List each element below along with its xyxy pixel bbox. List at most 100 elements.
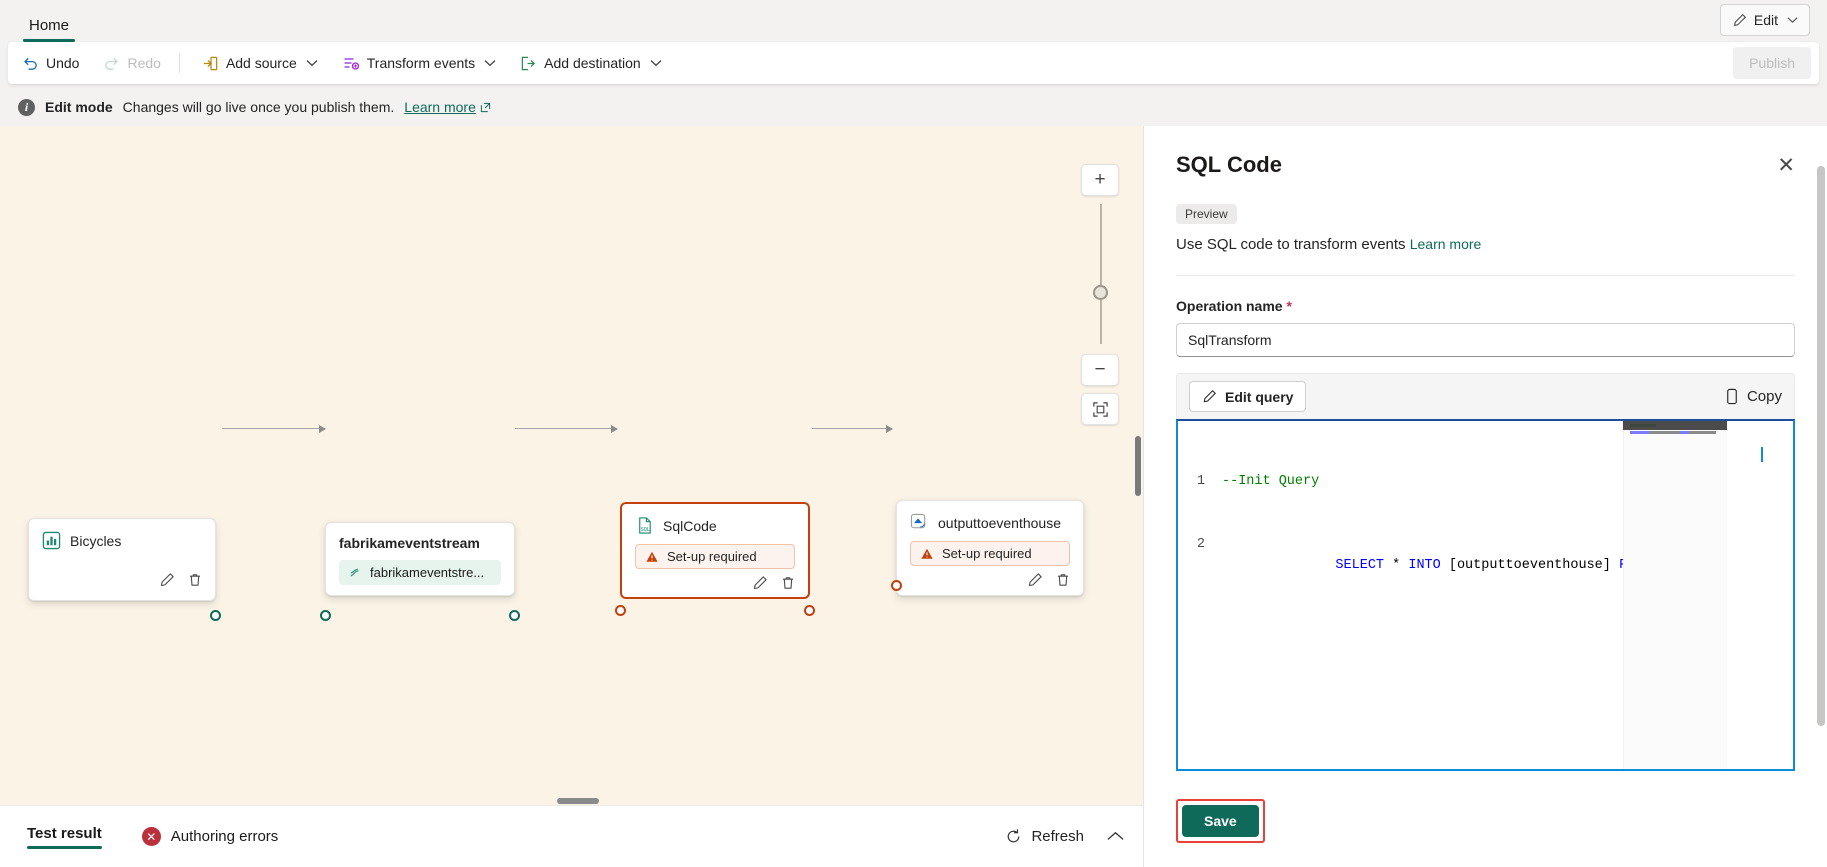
redo-icon [103, 55, 120, 72]
tab-home-label: Home [29, 17, 70, 34]
code-caret [1761, 447, 1763, 462]
preview-badge: Preview [1176, 204, 1237, 224]
zoom-out-button[interactable]: − [1081, 354, 1119, 386]
node-sqlcode-pill: Set-up required [635, 544, 795, 569]
node-bicycles-actions [29, 550, 215, 597]
sql-text: [outputtoeventhouse] [1440, 558, 1619, 573]
transform-events-button[interactable]: Transform events [332, 47, 506, 79]
delete-icon[interactable] [780, 575, 796, 591]
node-stream-input-port[interactable] [320, 610, 331, 621]
line-number: 2 [1196, 537, 1205, 552]
undo-label: Undo [46, 55, 80, 71]
panel-learn-more-link[interactable]: Learn more [1409, 236, 1482, 252]
node-fabrikameventstream[interactable]: fabrikameventstream fabrikameventstre... [320, 522, 520, 621]
node-sqlcode-actions [622, 569, 808, 600]
edge-bicycles-to-stream [222, 424, 326, 433]
sql-keyword: SELECT [1335, 558, 1385, 573]
learn-more-link[interactable]: Learn more [404, 99, 491, 115]
pencil-icon [1202, 389, 1217, 404]
edit-mode-message: Changes will go live once you publish th… [122, 99, 395, 115]
code-line: 1 --Init Query [1178, 471, 1793, 492]
authoring-errors-item[interactable]: ✕ Authoring errors [141, 827, 279, 846]
add-destination-icon [520, 55, 537, 72]
toolbar-divider [178, 53, 180, 73]
canvas-resize-handle[interactable] [557, 798, 599, 804]
node-stream-pill-label: fabrikameventstre... [370, 565, 485, 580]
fit-to-screen-button[interactable] [1081, 393, 1119, 425]
save-button[interactable]: Save [1182, 805, 1259, 837]
collapse-panel-icon[interactable] [1106, 830, 1125, 843]
operation-name-input[interactable] [1176, 323, 1795, 357]
edit-query-button[interactable]: Edit query [1189, 381, 1307, 412]
code-editor-gutter-right [1727, 421, 1793, 769]
minimap-slider[interactable] [1623, 421, 1727, 430]
chevron-down-icon [484, 59, 496, 67]
chevron-down-icon [650, 59, 662, 67]
info-icon: i [18, 98, 35, 116]
node-destination-actions [897, 566, 1083, 597]
node-sqlcode-header: SQL SqlCode [622, 504, 808, 535]
panel-title: SQL Code [1176, 152, 1282, 177]
publish-button[interactable]: Publish [1733, 47, 1811, 79]
tab-test-result-label: Test result [27, 824, 102, 842]
node-outputtoeventhouse[interactable]: outputtoeventhouse Set-up required [891, 500, 1084, 597]
eventstream-canvas[interactable]: Bicycles fabrikameventstream fab [0, 126, 1143, 805]
add-destination-label: Add destination [544, 55, 641, 71]
add-source-button[interactable]: Add source [192, 47, 328, 79]
node-bicycles[interactable]: Bicycles [28, 518, 221, 621]
panel-body: Preview Use SQL code to transform events… [1144, 178, 1827, 771]
stream-icon [348, 566, 362, 580]
error-icon: ✕ [141, 827, 161, 846]
node-bicycles-title: Bicycles [70, 532, 122, 549]
node-sqlcode-input-port[interactable] [615, 605, 626, 616]
learn-more-label: Learn more [404, 99, 476, 115]
delete-icon[interactable] [187, 572, 203, 588]
eventhouse-icon [910, 513, 929, 532]
svg-text:SQL: SQL [641, 527, 650, 533]
canvas-vertical-scrollbar[interactable] [1135, 436, 1141, 496]
node-stream-output-port[interactable] [509, 610, 520, 621]
edit-icon[interactable] [159, 572, 175, 588]
node-bicycles-output-port[interactable] [210, 610, 221, 621]
zoom-in-button[interactable]: + [1081, 164, 1119, 196]
zoom-slider-thumb[interactable] [1093, 285, 1108, 300]
chart-icon [42, 531, 61, 550]
undo-button[interactable]: Undo [12, 47, 89, 79]
node-bicycles-header: Bicycles [29, 519, 215, 550]
delete-icon[interactable] [1055, 572, 1071, 588]
node-destination-header: outputtoeventhouse [897, 501, 1083, 532]
redo-button[interactable]: Redo [93, 47, 170, 79]
edit-icon[interactable] [1027, 572, 1043, 588]
sql-keyword: INTO [1408, 558, 1441, 573]
node-sqlcode-output-port[interactable] [804, 605, 815, 616]
transform-events-icon [342, 54, 360, 72]
panel-divider [1176, 275, 1795, 276]
add-destination-button[interactable]: Add destination [510, 47, 672, 79]
sql-code-editor[interactable]: 1 --Init Query 2 SELECT * INTO [outputto… [1176, 419, 1795, 771]
required-asterisk: * [1282, 298, 1292, 314]
panel-scrollbar[interactable] [1817, 166, 1825, 726]
tab-test-result[interactable]: Test result [27, 825, 102, 849]
authoring-errors-label: Authoring errors [170, 828, 279, 845]
node-stream-title: fabrikameventstream [339, 535, 480, 551]
refresh-button[interactable]: Refresh [1005, 828, 1084, 845]
tab-test-result-underline [27, 845, 102, 849]
edit-icon[interactable] [752, 575, 768, 591]
node-sqlcode[interactable]: SQL SqlCode Set-up required [615, 502, 815, 616]
tab-home[interactable]: Home [23, 17, 76, 42]
node-destination-title: outputtoeventhouse [938, 514, 1061, 531]
copy-button[interactable]: Copy [1724, 388, 1782, 405]
warning-icon [645, 550, 659, 564]
code-minimap[interactable] [1623, 421, 1727, 769]
node-destination-input-port[interactable] [891, 580, 902, 591]
edit-mode-button[interactable]: Edit [1719, 4, 1810, 36]
redo-label: Redo [127, 55, 161, 71]
zoom-slider-track[interactable] [1099, 204, 1102, 344]
copy-label: Copy [1746, 388, 1782, 405]
node-destination-pill: Set-up required [910, 541, 1070, 566]
node-stream-pill: fabrikameventstre... [339, 560, 501, 585]
refresh-label: Refresh [1031, 828, 1084, 845]
close-icon[interactable]: ✕ [1777, 153, 1795, 177]
edge-sqlcode-to-destination [812, 424, 893, 433]
add-source-label: Add source [225, 55, 297, 71]
